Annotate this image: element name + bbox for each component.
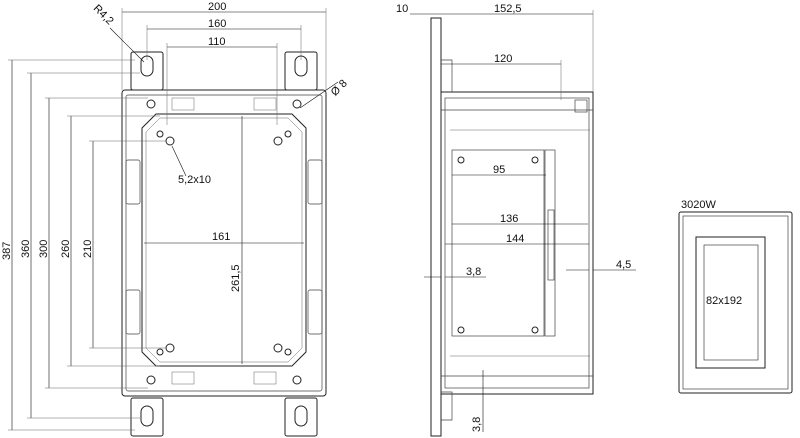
dim-261-label: 261,5 [230, 264, 242, 292]
dim-360-label: 360 [20, 240, 32, 258]
mounting-plate [141, 113, 307, 367]
model-window-outer [695, 236, 766, 369]
keyhole-top-right [294, 55, 308, 77]
model-frame [682, 215, 789, 390]
enclosure-inner-rim [125, 94, 323, 392]
slot-hole-icon [165, 343, 175, 353]
lug-bottom-left [130, 397, 164, 437]
screw-icon [531, 326, 539, 334]
dim-200-label: 200 [208, 1, 226, 13]
dim-wall-right-label: 4,5 [616, 259, 631, 271]
slot-hole-icon [273, 343, 283, 353]
model-window [703, 244, 759, 361]
mounting-plate-inner [145, 117, 303, 363]
dim-136-label: 136 [500, 213, 518, 225]
side-body [440, 91, 594, 395]
side-mounting-plate [451, 149, 545, 337]
model-name-label: 3020W [681, 199, 716, 211]
hole-icon [156, 130, 164, 138]
side-clips [125, 97, 323, 385]
dim-hole-label: Ø 8 [329, 78, 350, 99]
front-view: 200 160 110 R4,2 Ø 8 5,2x10 161 261,5 38… [1, 1, 350, 437]
dim-144-label: 144 [506, 233, 524, 245]
dim-bottom-label: 3,8 [471, 417, 483, 432]
screw-icon [457, 156, 465, 164]
model-body [678, 211, 793, 394]
dim-152-label: 152,5 [494, 3, 522, 15]
corner-holes [146, 99, 302, 385]
keyhole-top-left [140, 55, 154, 77]
dim-wall-left-label: 3,8 [466, 266, 481, 278]
dim-radius-label: R4,2 [91, 3, 116, 28]
dim-120-label: 120 [494, 53, 512, 65]
keyhole-bottom-right [294, 405, 308, 427]
hole-icon [292, 99, 302, 109]
hole-icon [156, 348, 164, 356]
dim-95-label: 95 [493, 164, 505, 176]
hole-icon [284, 348, 292, 356]
model-view: 3020W 82x192 [678, 199, 793, 394]
dim-161-label: 161 [212, 231, 230, 243]
dim-110-label: 110 [208, 36, 226, 48]
side-view: 10 152,5 120 95 136 144 3,8 4,5 3,8 [396, 3, 636, 437]
slot-hole-icon [273, 136, 283, 146]
keyhole-bottom-left [140, 405, 154, 427]
enclosure-body-outline [121, 89, 327, 397]
lug-bottom-right [284, 397, 318, 437]
hole-icon [284, 130, 292, 138]
hole-icon [146, 375, 156, 385]
screw-icon [457, 326, 465, 334]
dim-10-label: 10 [396, 3, 408, 15]
wall-flange [430, 17, 442, 437]
window-size-label: 82x192 [706, 295, 742, 307]
dim-slot-label: 5,2x10 [178, 174, 211, 186]
dim-300-label: 300 [38, 240, 50, 258]
dim-260-label: 260 [60, 240, 72, 258]
hole-icon [146, 99, 156, 109]
hole-icon [292, 375, 302, 385]
dim-160-label: 160 [208, 18, 226, 30]
dim-210-label: 210 [82, 240, 94, 258]
slot-hole-icon [165, 136, 175, 146]
dim-387-label: 387 [1, 242, 13, 260]
screw-icon [531, 156, 539, 164]
